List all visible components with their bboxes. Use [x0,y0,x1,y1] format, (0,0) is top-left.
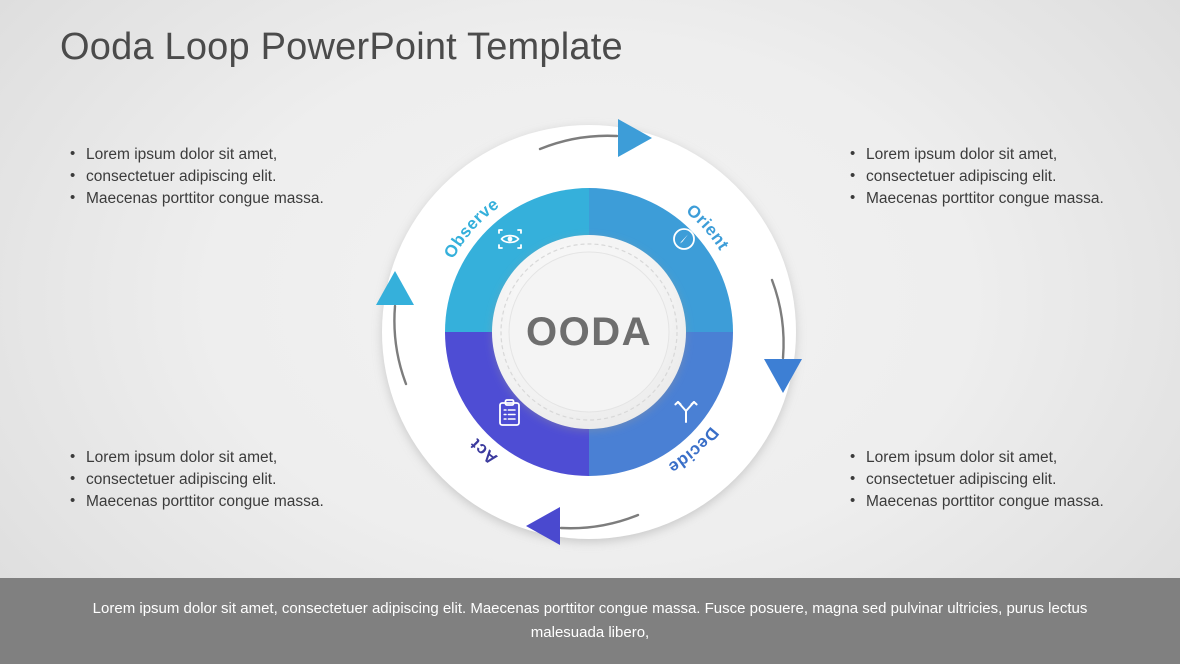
ooda-cycle-diagram: Observe Orient Decide Act [365,108,813,556]
list-item: Lorem ipsum dolor sit amet, [68,446,358,468]
fork-branch-icon [674,401,698,423]
bullet-block-top-left: Lorem ipsum dolor sit amet, consectetuer… [68,143,358,210]
top-arrow [538,119,652,157]
list-item: Lorem ipsum dolor sit amet, [848,143,1138,165]
bullet-block-bottom-right: Lorem ipsum dolor sit amet, consectetuer… [848,446,1138,513]
bullet-block-bottom-left: Lorem ipsum dolor sit amet, consectetuer… [68,446,358,513]
bottom-arrow [526,507,640,545]
footer-bar: Lorem ipsum dolor sit amet, consectetuer… [0,578,1180,664]
right-arrow [764,278,802,393]
list-item: consectetuer adipiscing elit. [848,165,1138,187]
list-item: Maecenas porttitor congue massa. [848,187,1138,209]
center-inner-circle [508,251,670,413]
list-item: Maecenas porttitor congue massa. [68,187,358,209]
bullet-block-top-right: Lorem ipsum dolor sit amet, consectetuer… [848,143,1138,210]
footer-text: Lorem ipsum dolor sit amet, consectetuer… [92,600,1088,641]
clipboard-icon [499,399,520,426]
center-dashed-ring [500,243,678,421]
left-arrow [376,271,414,386]
list-item: Maecenas porttitor congue massa. [68,490,358,512]
list-item: consectetuer adipiscing elit. [68,165,358,187]
list-item: Lorem ipsum dolor sit amet, [68,143,358,165]
page-title: Ooda Loop PowerPoint Template [60,26,623,68]
list-item: Maecenas porttitor congue massa. [848,490,1138,512]
list-item: consectetuer adipiscing elit. [848,468,1138,490]
eye-scan-icon [498,229,522,249]
list-item: consectetuer adipiscing elit. [68,468,358,490]
list-item: Lorem ipsum dolor sit amet, [848,446,1138,468]
compass-icon [673,228,695,250]
